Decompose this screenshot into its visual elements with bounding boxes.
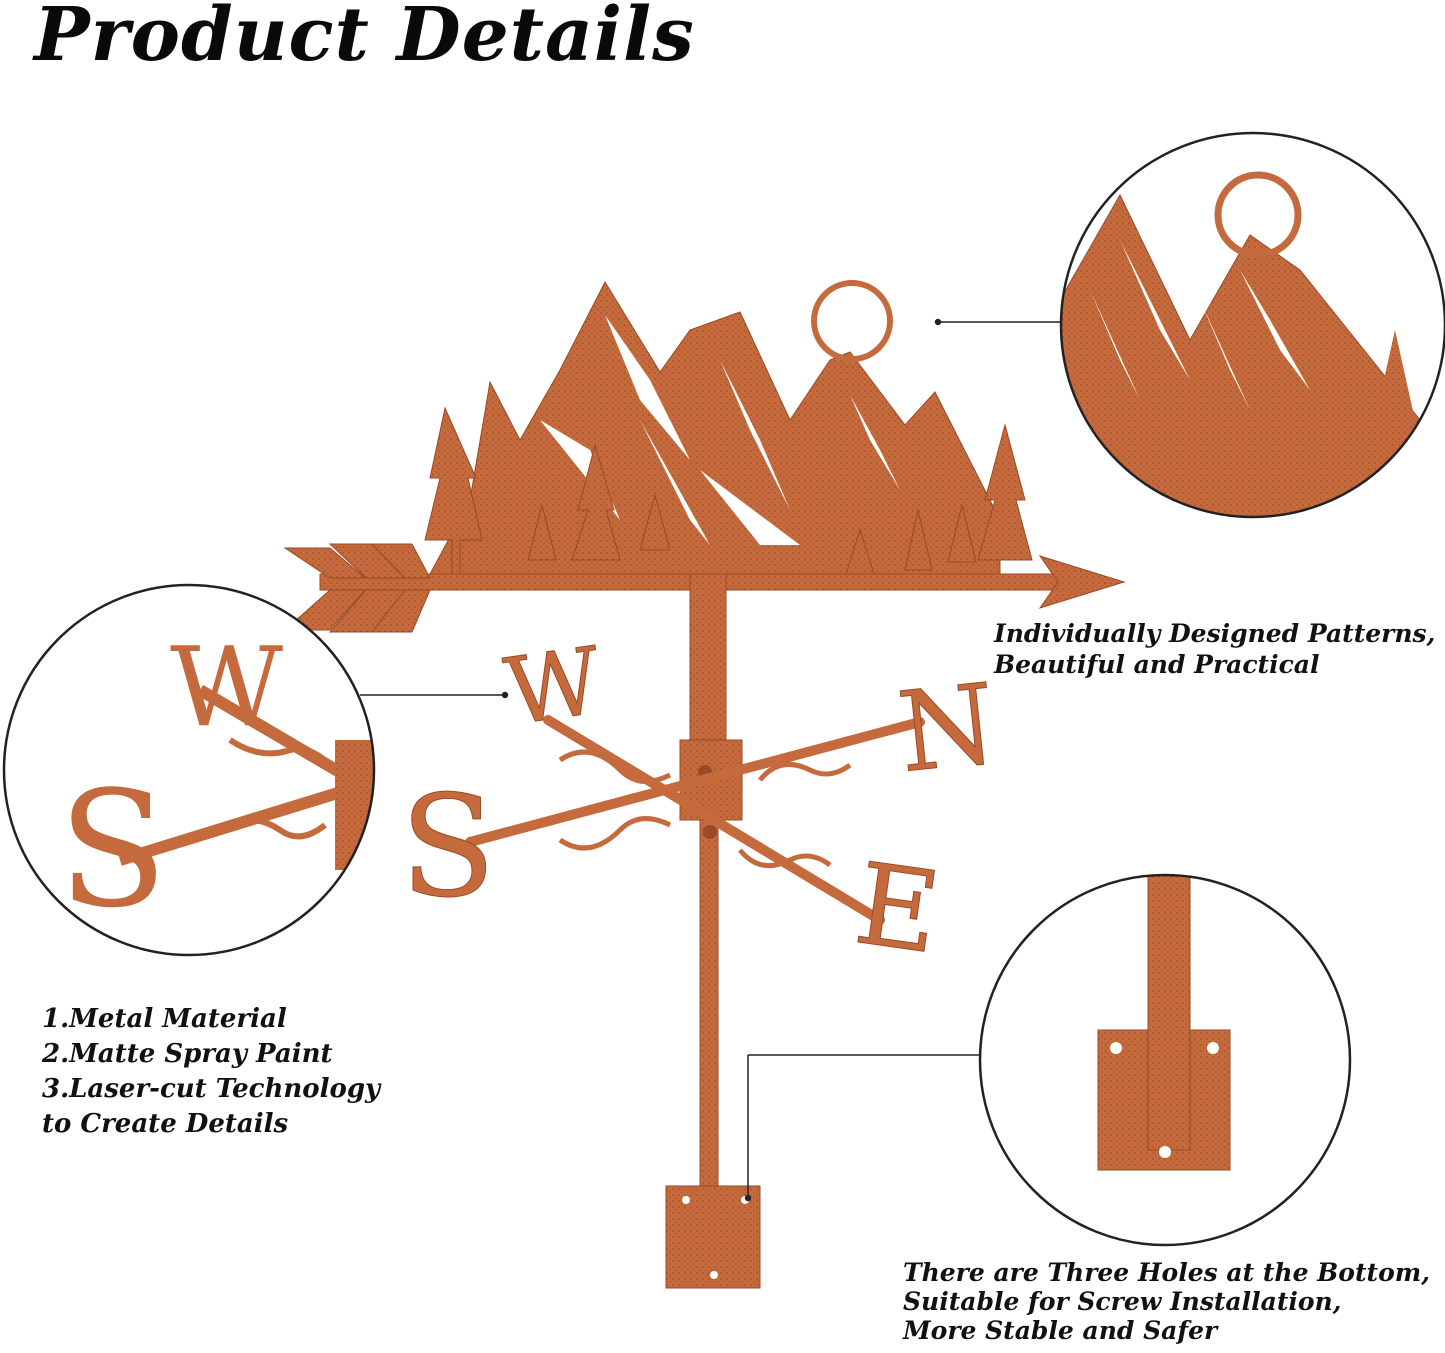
caption-holes: There are Three Holes at the Bottom, Sui… <box>903 1258 1430 1345</box>
compass-letter-west: W <box>499 627 608 746</box>
arm-scrollwork <box>558 749 852 869</box>
compass-letter-south: S <box>400 766 496 929</box>
caption-patterns: Individually Designed Patterns, Beautifu… <box>994 618 1435 680</box>
caption-line: 2.Matte Spray Paint <box>42 1039 333 1069</box>
caption-line: More Stable and Safer <box>903 1316 1218 1345</box>
caption-line: There are Three Holes at the Bottom, <box>903 1258 1430 1287</box>
sun-outline <box>811 280 893 362</box>
compass-letter-east: E <box>848 839 947 979</box>
zoom-circle-base <box>978 873 1352 1247</box>
arrow-fletching <box>283 543 431 633</box>
compass-letter-west: W <box>170 623 283 751</box>
zoom-circle-mountains <box>1059 131 1445 519</box>
compass-letter-north: N <box>893 660 1002 797</box>
hole-icon <box>682 1196 690 1204</box>
leader-lines <box>360 318 1060 1202</box>
caption-line: Suitable for Screw Installation, <box>903 1287 1342 1316</box>
compass-arms <box>465 715 925 925</box>
compass-letter-south: S <box>58 756 168 943</box>
caption-material: 1.Metal Material 2.Matte Spray Paint 3.L… <box>42 1002 380 1142</box>
mountain-silhouette <box>429 280 1001 575</box>
caption-line: Beautiful and Practical <box>994 650 1320 679</box>
caption-line: Individually Designed Patterns, <box>994 619 1436 648</box>
trees <box>424 406 1033 575</box>
caption-line: to Create Details <box>42 1109 289 1139</box>
pole-upper <box>689 573 727 765</box>
caption-line: 3.Laser-cut Technology <box>42 1074 381 1104</box>
zoom-circle-arms: W S <box>2 583 376 957</box>
caption-line: 1.Metal Material <box>42 1004 287 1034</box>
hole-icon <box>710 1271 718 1279</box>
weathervane-main <box>283 280 1126 633</box>
arrow-head <box>1038 555 1126 609</box>
page-title: Product Details <box>34 0 695 78</box>
